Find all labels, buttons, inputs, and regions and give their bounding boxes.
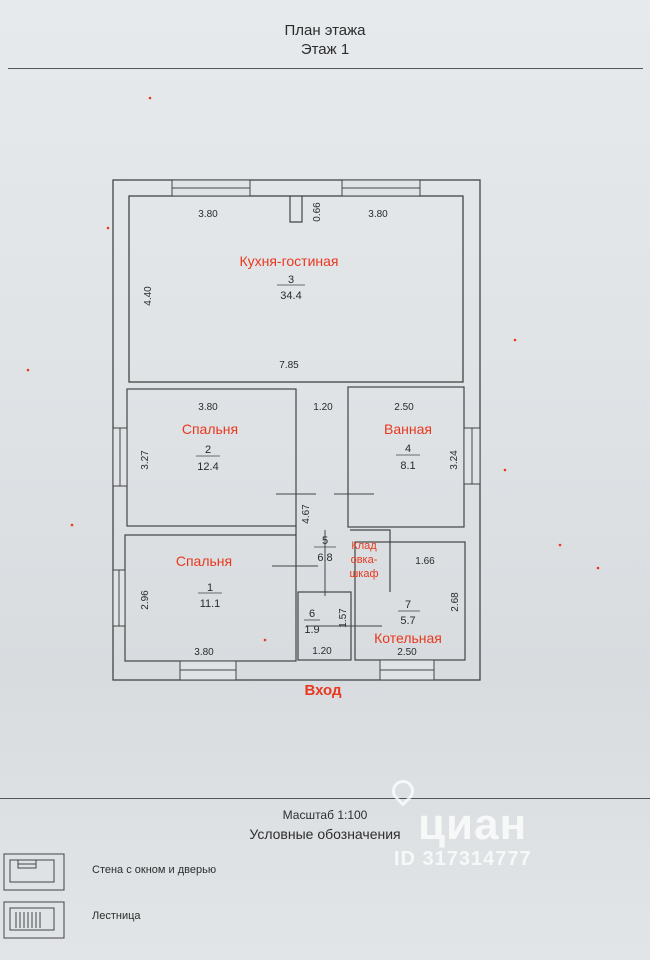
legend-label-wall: Стена с окном и дверью [92, 864, 217, 876]
room-area-5: 6.8 [317, 552, 332, 564]
room-number-2: 2 [205, 444, 211, 456]
closet-label-line-3: шкаф [349, 568, 378, 580]
legend-label-stairs: Лестница [92, 910, 141, 922]
dim-hall-width: 1.20 [312, 646, 332, 657]
room-area-6: 1.9 [304, 624, 319, 636]
plan-title: План этажа [284, 22, 366, 39]
room-number-4: 4 [405, 443, 411, 455]
dim-kitchen-gap: 0.66 [312, 202, 323, 222]
room-area-1: 11.1 [200, 598, 221, 610]
room-number-1: 1 [207, 582, 213, 594]
room-area-4: 8.1 [400, 460, 415, 472]
scale-label: Масштаб 1:100 [282, 808, 368, 822]
room-name-kitchen: Кухня-гостиная [239, 253, 338, 269]
room-name-bedroom-1: Спальня [176, 553, 232, 569]
dim-bedroom-2-width: 3.80 [198, 402, 218, 413]
room-name-bathroom: Ванная [384, 421, 432, 437]
dim-bedroom-2-height: 3.27 [140, 450, 151, 470]
room-number-5: 5 [322, 535, 328, 547]
dim-boiler-width: 2.50 [397, 647, 417, 658]
dim-corridor-width: 1.20 [313, 402, 333, 413]
legend-wall-symbol [3, 853, 65, 891]
room-number-7: 7 [405, 599, 411, 611]
room-name-bedroom-2: Спальня [182, 421, 238, 437]
dim-corridor-height: 4.67 [301, 504, 312, 524]
dim-hall-height: 1.57 [338, 608, 349, 628]
windows [112, 179, 481, 681]
room-number-3: 3 [288, 274, 294, 286]
room-area-2: 12.4 [197, 461, 218, 473]
header-divider [8, 68, 643, 69]
dim-bathroom-height: 3.24 [449, 450, 460, 470]
door-marks [272, 493, 382, 627]
dim-boiler-height: 2.68 [450, 592, 461, 612]
room-name-boiler: Котельная [374, 630, 442, 646]
room-area-7: 5.7 [400, 615, 415, 627]
dim-kitchen-height: 4.40 [143, 286, 154, 306]
kitchen-partition [289, 196, 303, 223]
entrance-label: Вход [304, 682, 342, 699]
dim-kitchen-length: 7.85 [279, 360, 299, 371]
red-marks [26, 96, 600, 642]
floor-label: Этаж 1 [300, 41, 350, 58]
dim-boiler-width-top: 1.66 [415, 556, 435, 567]
legend-stairs-symbol [3, 901, 65, 939]
dim-bathroom-width: 2.50 [394, 402, 414, 413]
dim-kitchen-width-left: 3.80 [198, 209, 218, 220]
dim-kitchen-width-right: 3.80 [368, 209, 388, 220]
footer-divider [0, 798, 650, 799]
watermark-brand: циан [418, 800, 528, 849]
dim-bedroom-1-height: 2.96 [140, 590, 151, 610]
legend-title: Условные обозначения [249, 826, 401, 842]
closet-label-line-2: овка- [351, 554, 378, 566]
room-number-6: 6 [309, 608, 315, 620]
closet-label-line-1: Клад [351, 540, 377, 552]
area-lines [196, 284, 420, 621]
watermark-id: ID 317314777 [394, 848, 532, 870]
dim-bedroom-1-width: 3.80 [194, 647, 214, 658]
room-area-3: 34.4 [280, 290, 301, 302]
